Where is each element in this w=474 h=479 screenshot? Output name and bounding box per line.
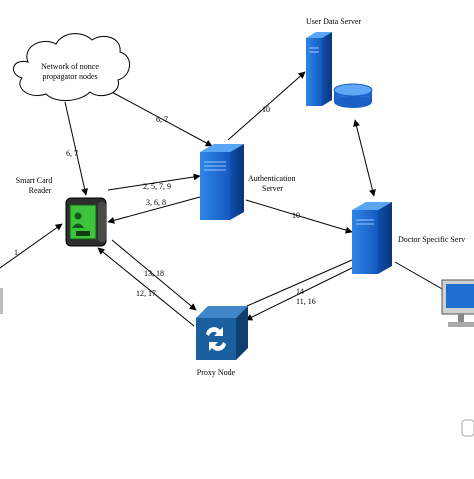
- auth-tower-front: [200, 152, 230, 220]
- edge-reader-to-auth: [107, 173, 201, 191]
- edge-label-auth-reader: 3, 6, 8: [146, 198, 166, 207]
- monitor-screen: [446, 284, 474, 308]
- edge-auth-to-uds: [227, 71, 306, 141]
- edge-cloud-to-auth: [107, 89, 213, 147]
- cloud-shape: [13, 33, 130, 101]
- edge-label-auth-doctor: 10: [292, 211, 300, 220]
- doctor-specific-server: Doctor Specific Serv: [352, 202, 465, 274]
- edge-label-user-reader: 1: [14, 248, 18, 257]
- edge-label-reader-proxy: 13, 18: [144, 269, 164, 278]
- cloud-label-line2: propagator nodes: [42, 72, 97, 81]
- uds-tower-side: [322, 32, 332, 106]
- uds-label: User Data Server: [306, 17, 361, 26]
- edge-uds-doctor: [353, 119, 376, 197]
- uds-disk-bottom: [334, 96, 372, 108]
- uds-tower-front: [306, 38, 322, 106]
- auth-tower-top: [200, 144, 244, 152]
- proxy-arrow-icon: [209, 342, 226, 351]
- edge-user-to-reader: [0, 223, 63, 269]
- edge-label-cloud-auth: 6, 7: [156, 115, 168, 124]
- auth-tower-side: [230, 144, 244, 220]
- uds-tower-top: [306, 32, 332, 38]
- edge-terminal-to-doctor: [394, 261, 445, 291]
- proxy-top: [196, 306, 248, 318]
- left-device-fragment: [0, 288, 3, 314]
- edge-reader-to-proxy: [111, 239, 197, 311]
- reader-label-line2: Reader: [29, 186, 52, 195]
- edge-label-proxy-reader: 12, 17: [136, 289, 156, 298]
- edge-label-doctor-proxy-b: 11, 16: [296, 297, 316, 306]
- edge-auth-to-reader: [107, 196, 201, 224]
- doctor-terminal: [441, 279, 474, 327]
- proxy-arrow-icon: [206, 327, 223, 336]
- smart-card-reader: Smart Card Reader: [16, 176, 107, 247]
- monitor-base: [448, 322, 474, 327]
- edge-auth-to-doctor: [245, 199, 353, 234]
- cloud-label-line1: Network of nonce: [41, 62, 99, 71]
- proxy-node: Proxy Node: [196, 306, 248, 377]
- reader-label-line1: Smart Card: [16, 176, 53, 185]
- edge-proxy-to-reader: [97, 247, 195, 327]
- auth-label-line2: Server: [262, 184, 283, 193]
- doc-tower-side: [378, 202, 392, 274]
- corner-device-fragment: [461, 419, 474, 437]
- user-avatar-body: [72, 223, 84, 228]
- edge-doctor-to-proxy-a: [246, 259, 353, 307]
- edge-label-auth-uds: 10: [262, 105, 270, 114]
- doctor-server-label: Doctor Specific Serv: [398, 235, 465, 244]
- monitor-stand: [458, 314, 464, 322]
- nonce-network-cloud: Network of nonce propagator nodes: [13, 33, 130, 101]
- user-data-server: User Data Server: [306, 17, 373, 108]
- uds-disk-top: [333, 83, 373, 97]
- edge-labels: 6, 7 6, 7 10 2, 5, 7, 9 3, 6, 8 10 1 13,…: [14, 105, 316, 306]
- proxy-label: Proxy Node: [197, 368, 236, 377]
- auth-label-line1: Authentication: [248, 174, 296, 183]
- doc-tower-top: [352, 202, 392, 210]
- reader-handle: [98, 202, 106, 242]
- authentication-server: Authentication Server: [200, 144, 296, 220]
- edge-label-doctor-proxy-a: 14: [296, 287, 304, 296]
- user-avatar-icon: [74, 212, 82, 220]
- edge-label-cloud-reader: 6, 7: [66, 149, 78, 158]
- edge-cloud-to-reader: [64, 101, 89, 196]
- proxy-front: [196, 318, 236, 360]
- card-barcode: [76, 231, 90, 236]
- edges: [0, 71, 445, 327]
- edge-label-reader-auth: 2, 5, 7, 9: [143, 182, 171, 191]
- doc-tower-front: [352, 210, 378, 274]
- proxy-side: [236, 306, 248, 360]
